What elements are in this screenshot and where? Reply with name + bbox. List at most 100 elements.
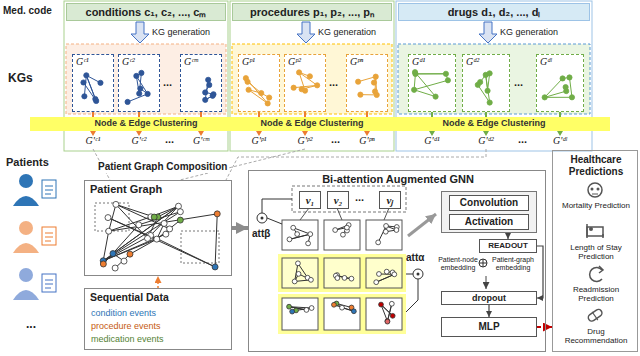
node-title: drugs d₁, d₂, ..., dₗ — [448, 6, 541, 19]
graph-edge — [294, 85, 318, 87]
graph-node — [84, 73, 89, 78]
graph-node — [315, 83, 320, 88]
graph-node — [287, 237, 292, 242]
text-label: Patient Graph Composition — [96, 161, 229, 173]
graph-cell — [324, 258, 360, 288]
text-label: ... — [331, 133, 340, 146]
node-title: Gᵖ¹ — [242, 56, 255, 68]
connector — [232, 226, 248, 230]
drawing-part — [587, 227, 603, 236]
graph-edge — [415, 73, 445, 74]
graph-node — [567, 75, 572, 80]
kg-box: Gᵈ¹ — [408, 54, 456, 112]
drug-icon — [587, 308, 603, 322]
node-title: dropout — [472, 293, 506, 303]
graph-node — [412, 87, 417, 92]
graph-cell — [324, 220, 360, 250]
graph-node — [175, 203, 181, 209]
drawing-part — [591, 188, 594, 191]
drawing-part — [13, 243, 39, 253]
layer-band — [278, 294, 406, 334]
patient-icon — [13, 174, 56, 206]
node-title: Healthcare Predictions — [555, 154, 637, 177]
graph-cell — [282, 298, 318, 330]
graph-node — [383, 229, 388, 234]
node-title: READOUT — [488, 241, 528, 250]
graph-edge — [545, 78, 563, 97]
graph-node — [342, 275, 347, 280]
dropout-box: dropout — [441, 291, 537, 305]
graph-node — [245, 79, 250, 84]
graph-node — [106, 228, 112, 234]
hadamard-symbol — [257, 213, 267, 223]
text-label: G'ᶜ² — [132, 135, 147, 147]
graph-node — [376, 240, 381, 245]
graph-node — [309, 277, 314, 282]
graph-cell — [366, 220, 402, 250]
text-label: G'ᵖ² — [297, 135, 312, 147]
text-label: ... — [165, 133, 174, 146]
graph-cell — [366, 258, 402, 288]
sequence-box: Sequential Datacondition eventsprocedure… — [84, 288, 232, 350]
hadamard-symbol — [417, 273, 420, 276]
panel-header: conditions c₁, c₂, ..., cₘ — [66, 3, 226, 21]
flow-arrow — [408, 214, 436, 236]
node-text: Drug Recommendation — [555, 327, 637, 345]
graph-node — [304, 308, 309, 313]
graph-node — [207, 82, 212, 87]
graph-node — [246, 87, 251, 92]
graph-node — [296, 70, 301, 75]
graph-edge — [415, 73, 445, 74]
graph-node — [356, 79, 361, 84]
wire — [267, 218, 282, 224]
graph-node — [121, 258, 127, 264]
kg-box: Gᶜ² — [118, 54, 160, 112]
node-title: Gᵈ² — [466, 56, 479, 68]
text-label: G'ᵖⁿ — [359, 135, 374, 147]
text-label: G'ᵈ¹ — [424, 135, 439, 147]
graph-node — [154, 236, 160, 242]
graph-cell — [282, 220, 318, 250]
graph-edge — [246, 78, 268, 103]
readmission-icon — [590, 266, 603, 282]
graph-node — [125, 99, 130, 104]
graph-node — [384, 269, 389, 274]
mlp-box: MLP — [441, 317, 537, 337]
graph-edge — [299, 72, 317, 85]
text-label: G'ᵈˡ — [553, 135, 567, 147]
drawing-part — [589, 227, 593, 231]
graph-node — [385, 319, 390, 324]
graph-node — [105, 215, 111, 221]
text-label: G'ᶜᵐ — [193, 135, 209, 147]
flow-arrow — [486, 276, 487, 289]
vector-box: v₁ — [299, 191, 321, 209]
drawing-part — [599, 266, 603, 273]
graph-edge — [486, 75, 490, 103]
kg-box: Gᶜᵐ — [180, 54, 222, 112]
drawing-part — [13, 196, 39, 206]
connector — [537, 246, 543, 298]
text-label: Med. code — [3, 5, 52, 17]
graph-node — [177, 209, 183, 215]
graph-node — [335, 276, 340, 281]
graph-node — [296, 261, 301, 266]
graph-node — [163, 231, 169, 237]
drawing-part — [45, 186, 53, 194]
graph-node — [349, 276, 354, 281]
text-label: G'ᶜ¹ — [86, 135, 101, 147]
text-label: Patient-node embedding — [436, 256, 480, 272]
graph-node — [100, 261, 106, 267]
graph-edge — [108, 218, 215, 267]
v-bracket — [292, 186, 406, 212]
graph-node — [485, 88, 490, 93]
graph-node — [265, 101, 270, 106]
graph-node — [542, 95, 547, 100]
panel-header: drugs d₁, d₂, ..., dₗ — [398, 3, 590, 21]
graph-node — [203, 90, 208, 95]
hadamard-symbol — [261, 217, 264, 220]
node-text: medication events — [91, 334, 164, 344]
text-label: attβ — [252, 228, 270, 240]
graph-node — [389, 301, 394, 306]
node-text: Readmission Prediction — [555, 285, 637, 303]
